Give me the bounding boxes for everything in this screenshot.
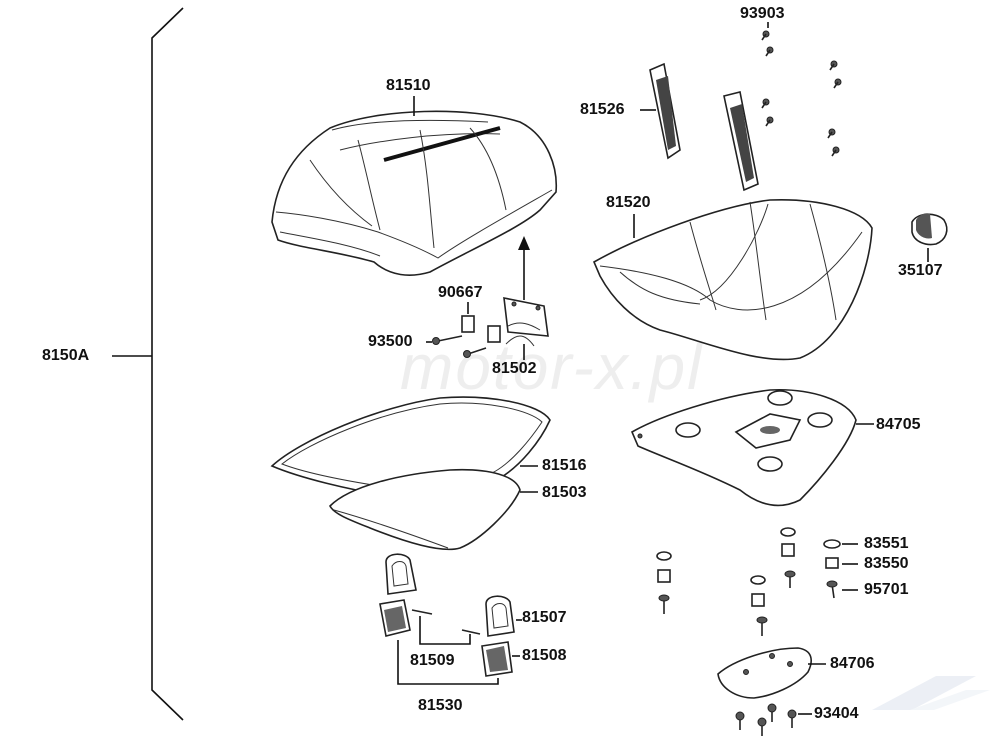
bolts-93404: [735, 703, 812, 736]
fasteners: [656, 527, 858, 636]
plate-84706: [717, 647, 826, 699]
label-84705: 84705: [876, 416, 921, 433]
label-95701: 95701: [864, 581, 909, 598]
label-8150A: 8150A: [42, 347, 90, 364]
watermark: motor-x.pl: [400, 331, 704, 403]
knob-35107: [911, 213, 948, 262]
label-81526: 81526: [580, 101, 625, 118]
label-81502: 81502: [492, 360, 537, 377]
label-83550: 83550: [864, 555, 909, 572]
label-81530: 81530: [418, 697, 463, 714]
label-81507: 81507: [522, 609, 567, 626]
label-81503: 81503: [542, 484, 587, 501]
label-81510: 81510: [386, 77, 431, 94]
lid-81510: [271, 110, 558, 276]
label-81508: 81508: [522, 647, 567, 664]
screws-93903: [761, 22, 842, 157]
label-93903: 93903: [740, 5, 785, 22]
case-base-81520: [592, 198, 873, 361]
latch-81502: [503, 296, 549, 360]
assembly-bracket: [151, 7, 184, 721]
clips-90667: [461, 302, 501, 343]
label-81516: 81516: [542, 457, 587, 474]
label-81520: 81520: [606, 194, 651, 211]
label-84706: 84706: [830, 655, 875, 672]
label-35107: 35107: [898, 262, 943, 279]
hinge-parts: [379, 553, 522, 685]
label-90667: 90667: [438, 284, 483, 301]
label-83551: 83551: [864, 535, 909, 552]
hinge-straps-81526: [640, 62, 759, 192]
label-93404: 93404: [814, 705, 859, 722]
mount-plate-84705: [630, 388, 874, 507]
arrow-head: [518, 236, 530, 250]
corner-logo: [872, 676, 990, 710]
liner-81503: [329, 468, 538, 551]
label-81509: 81509: [410, 652, 455, 669]
screws-93500: [426, 335, 487, 358]
label-93500: 93500: [368, 333, 413, 350]
